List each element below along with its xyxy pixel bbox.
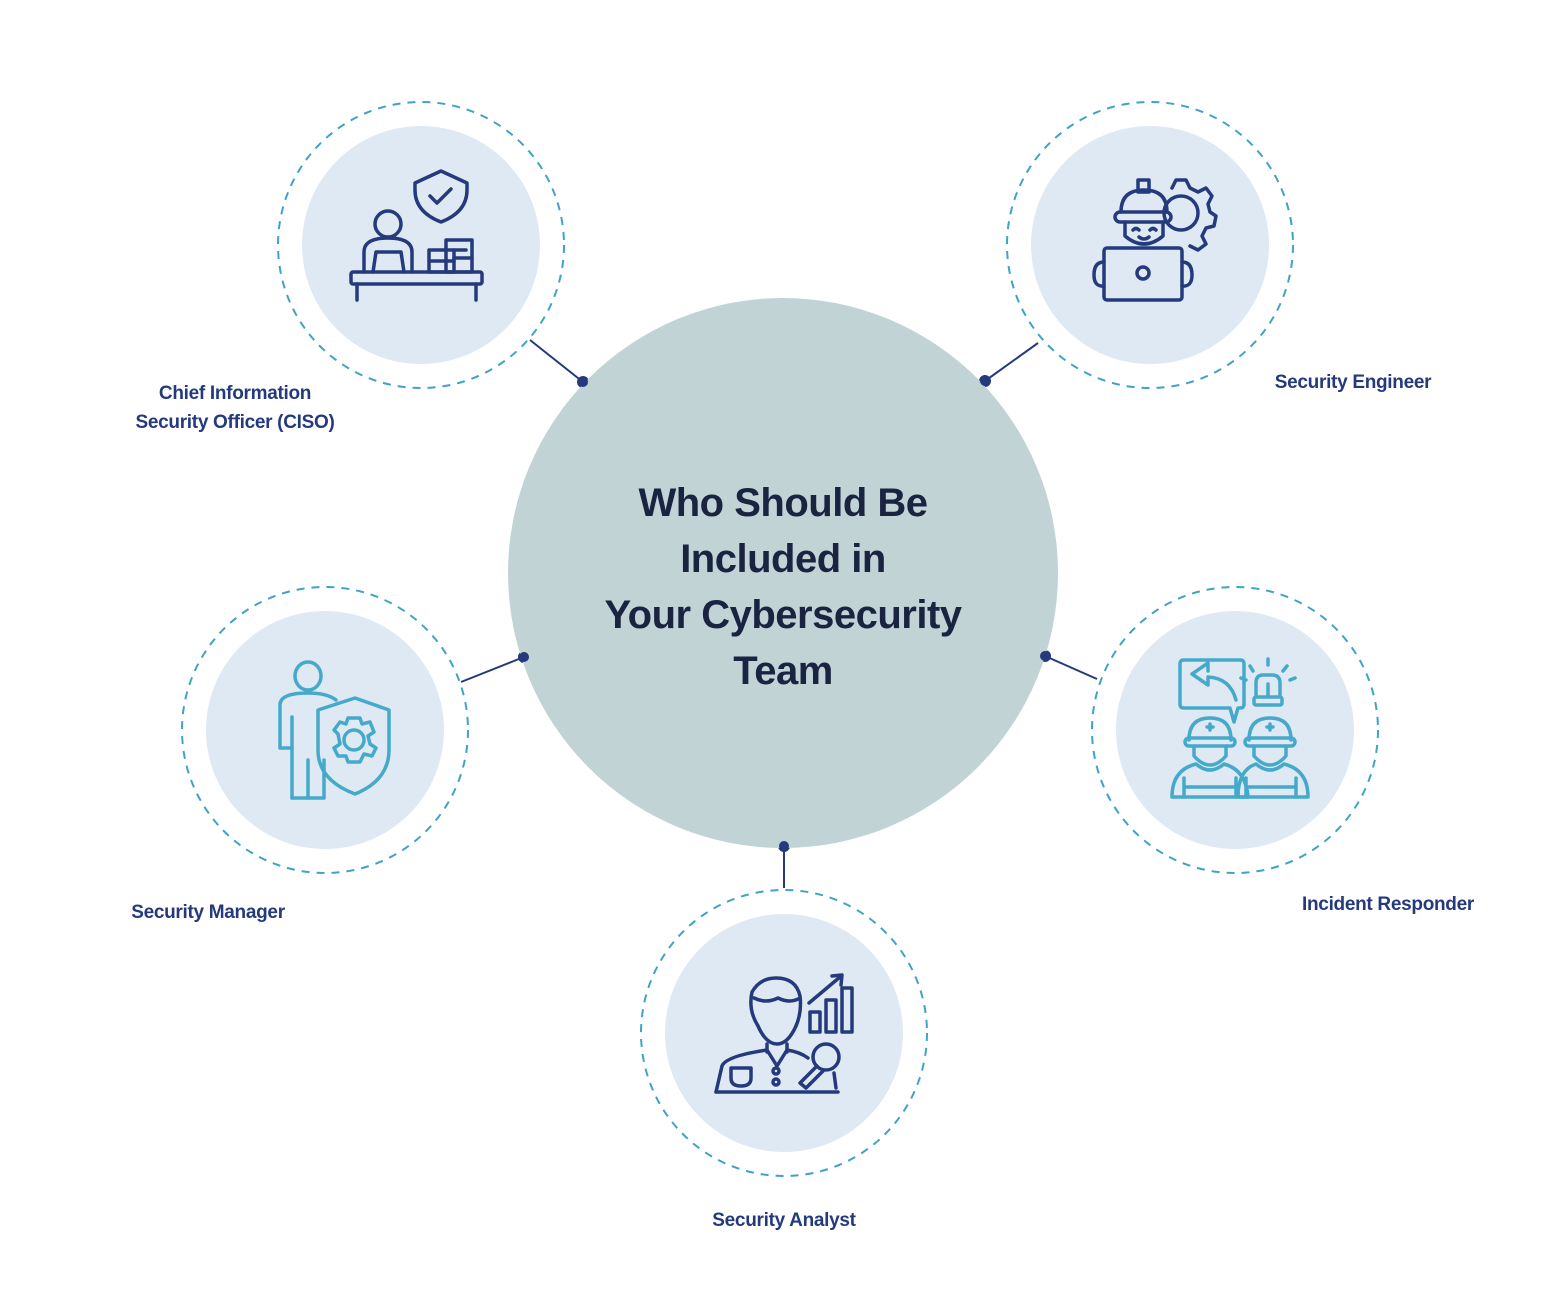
label-manager-line-1: Security Manager — [131, 902, 285, 923]
node-analyst — [640, 889, 928, 1177]
label-ciso-line-2: Security Officer (CISO) — [135, 412, 335, 433]
page-title: Who Should Be Included in Your Cybersecu… — [533, 475, 1033, 699]
person-with-shield-gear-icon — [278, 660, 391, 800]
connector-dots-top — [519, 376, 1050, 851]
center-circle — [508, 298, 1058, 848]
person-at-desk-with-shield-icon — [349, 169, 484, 302]
title-line-4: Team — [733, 649, 833, 693]
label-analyst: Security Analyst — [690, 1206, 878, 1235]
engineer-with-gear-icon — [1092, 178, 1218, 302]
connector-responder — [1044, 655, 1098, 680]
label-responder-line-1: Incident Responder — [1302, 894, 1474, 915]
node-engineer — [1006, 101, 1294, 389]
label-ciso-line-1: Chief Information — [158, 383, 312, 404]
label-engineer-line-1: Security Engineer — [1274, 372, 1432, 393]
label-manager: Security Manager — [108, 898, 308, 927]
node-manager — [181, 586, 469, 874]
label-ciso: Chief Information Security Officer (CISO… — [112, 379, 358, 437]
connector-ciso — [529, 339, 584, 383]
title-line-2: Included in — [680, 537, 886, 581]
node-responder — [1091, 586, 1379, 874]
label-engineer: Security Engineer — [1252, 368, 1454, 397]
connector-manager — [460, 656, 525, 683]
title-line-1: Who Should Be — [638, 481, 928, 525]
node-ciso — [277, 101, 565, 389]
title-line-3: Your Cybersecurity — [604, 593, 962, 637]
label-responder: Incident Responder — [1282, 890, 1494, 919]
connector-engineer — [984, 342, 1039, 382]
label-analyst-line-1: Security Analyst — [712, 1210, 856, 1231]
analyst-with-chart-magnifier-icon — [714, 973, 854, 1094]
responders-with-alarm-icon — [1170, 657, 1310, 799]
